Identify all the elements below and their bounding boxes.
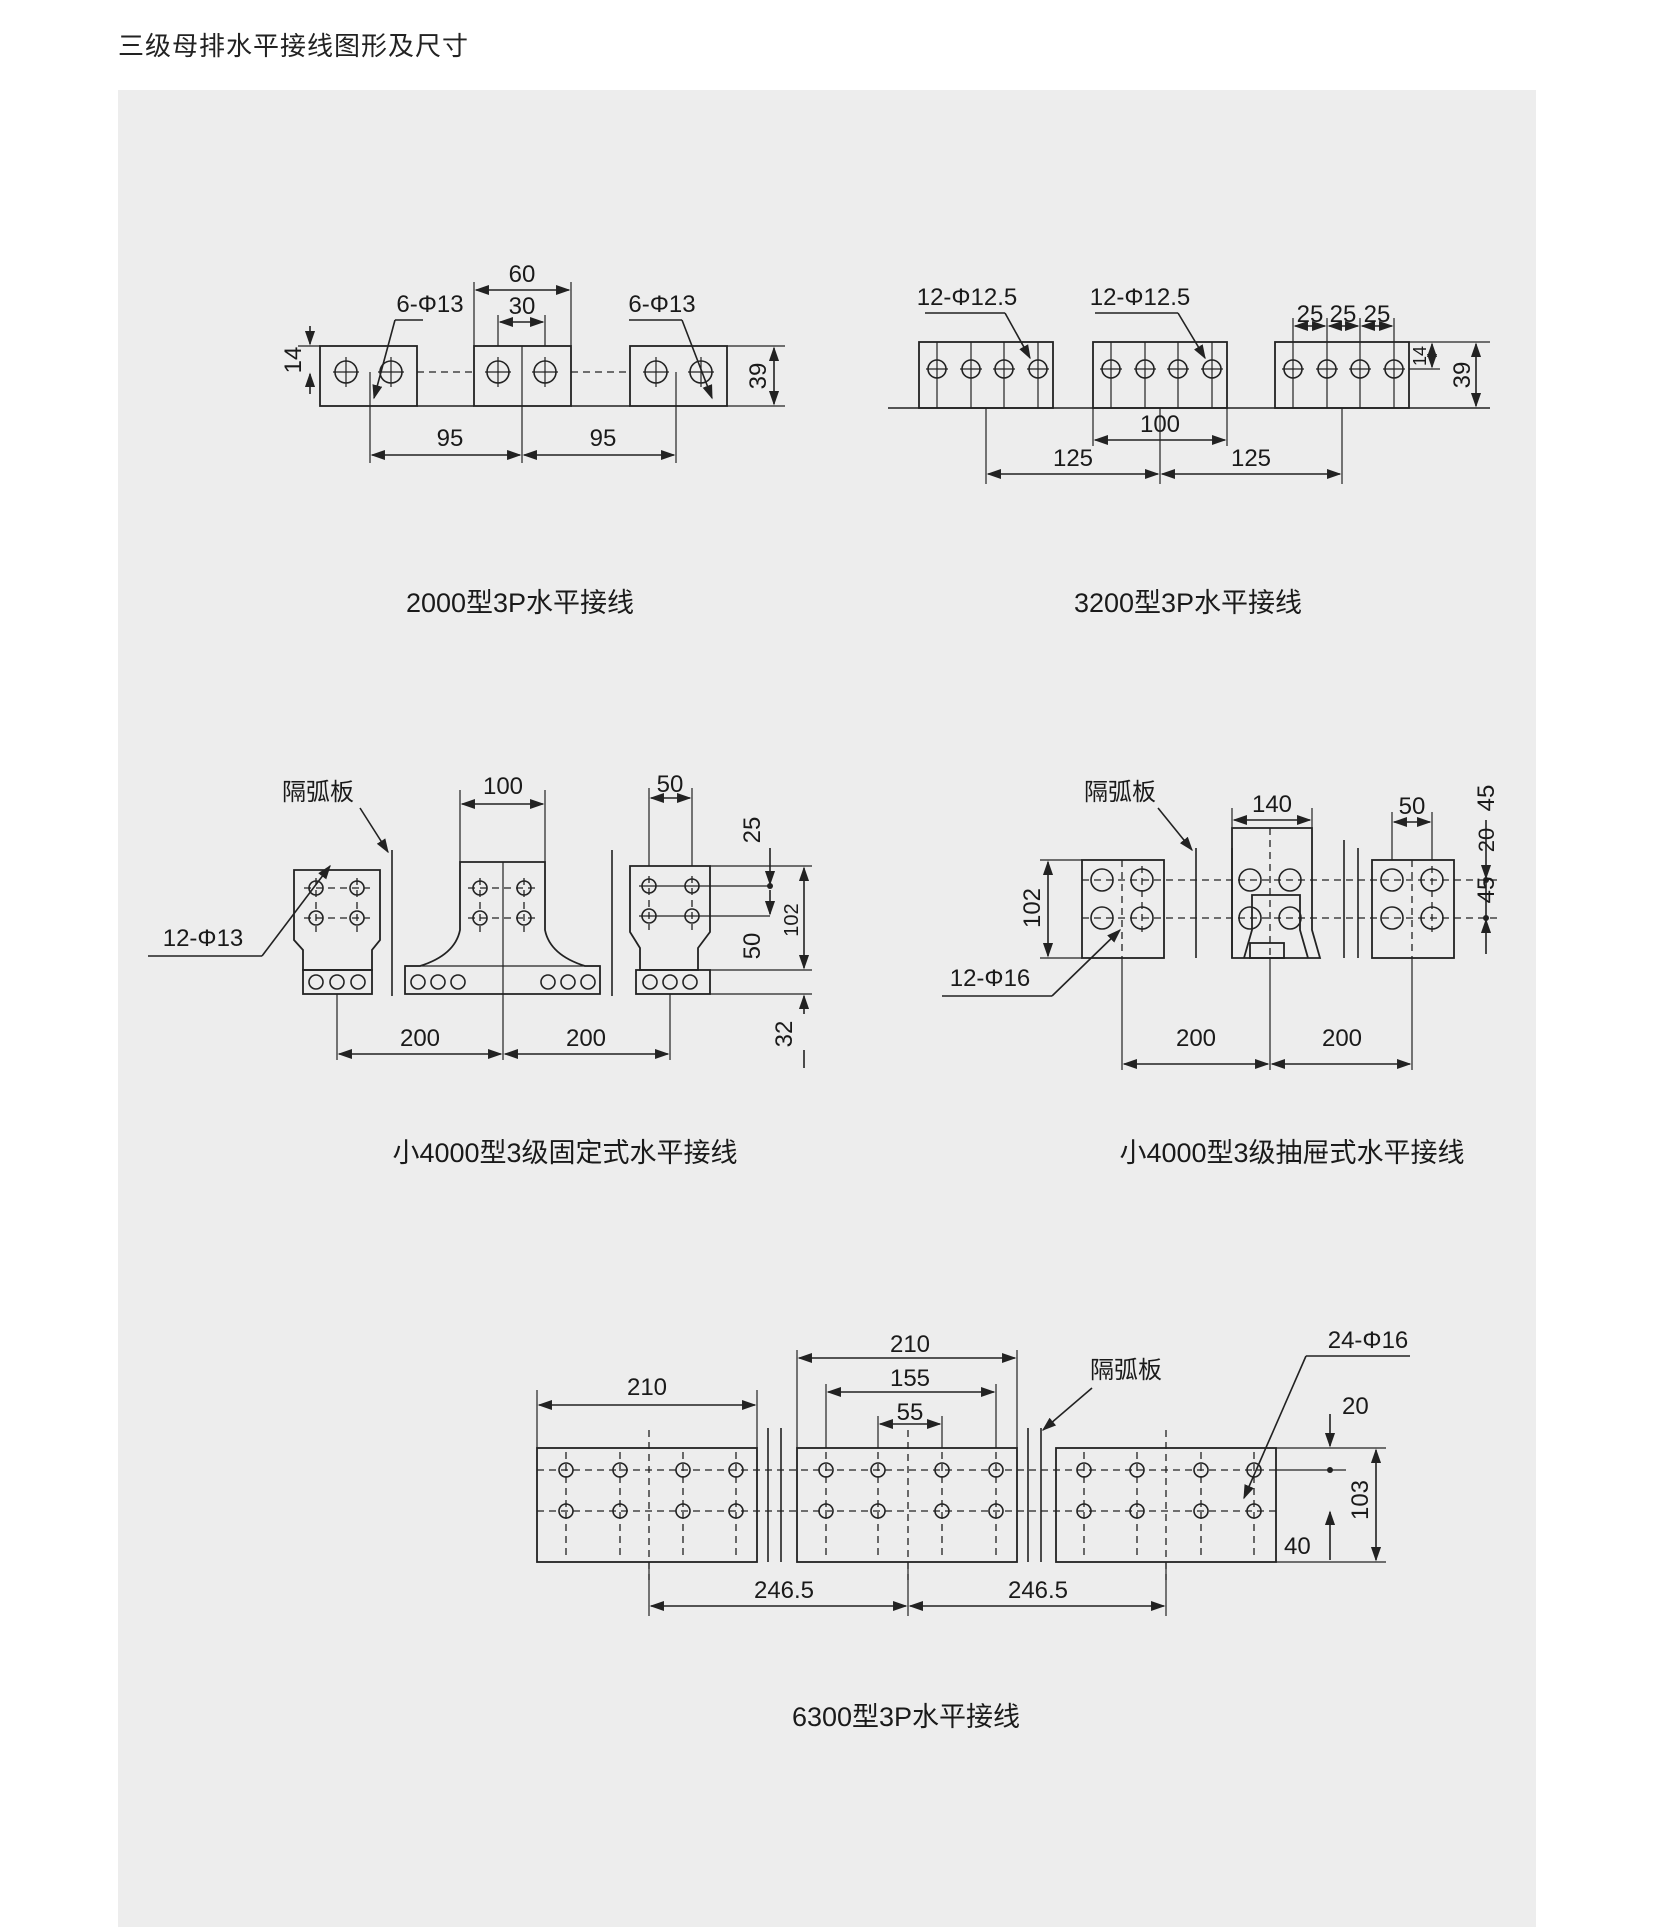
dim-pitch-right: 246.5	[1008, 1577, 1068, 1604]
dim-width-mid: 140	[1252, 791, 1292, 818]
drawing-6300: 210 210 155 55 隔弧板 24-Φ16 20 103 40	[536, 1327, 1410, 1732]
dim-top: 20	[1342, 1393, 1369, 1420]
caption-2000: 2000型3P水平接线	[406, 588, 634, 618]
caption-3200: 3200型3P水平接线	[1074, 588, 1302, 618]
hole-label-left: 12-Φ12.5	[917, 284, 1018, 311]
hole-columns-3200	[936, 342, 1395, 408]
dim-pitch-right: 125	[1231, 445, 1271, 472]
page-heading: 三级母排水平接线图形及尺寸	[118, 32, 470, 62]
caption-4000-drawer: 小4000型3级抽屉式水平接线	[1119, 1138, 1464, 1168]
dim-bottom: 32	[771, 1021, 798, 1048]
dim-pitch-right: 95	[590, 425, 617, 452]
holes-2000	[333, 357, 714, 387]
caption-4000-fixed: 小4000型3级固定式水平接线	[392, 1138, 737, 1168]
holes-3200	[926, 359, 1405, 379]
dim-pitch-right: 200	[566, 1025, 606, 1052]
dim-hole-offset: 14	[280, 347, 307, 374]
dim-height: 102	[781, 903, 803, 936]
dim-top: 45	[1473, 785, 1500, 812]
drawing-2000: 6-Φ13 6-Φ13 60 30 14 39 95 95 2000型3P水平接…	[280, 261, 785, 618]
dim-spacing: 20	[1474, 828, 1499, 852]
hole-label: 24-Φ16	[1328, 1327, 1409, 1354]
dim-bottom: 45	[1473, 877, 1500, 904]
dim-height: 39	[745, 363, 772, 390]
dim-height: 39	[1449, 362, 1476, 389]
dim-width-mid: 210	[890, 1331, 930, 1358]
dim-pitch-left: 200	[400, 1025, 440, 1052]
dim-width-right: 50	[1399, 793, 1426, 820]
holes-6300	[558, 1462, 1262, 1519]
holes-4000-drawer	[1090, 868, 1444, 930]
dim-spacing: 30	[509, 293, 536, 320]
hole-label-left: 6-Φ13	[396, 291, 463, 318]
barrier-label: 隔弧板	[1090, 1357, 1162, 1384]
dim-pitch-left: 246.5	[754, 1577, 814, 1604]
dim-width: 60	[509, 261, 536, 288]
dim-pitch-right: 200	[1322, 1025, 1362, 1052]
dim-width-left: 210	[627, 1374, 667, 1401]
dim-inner: 155	[890, 1365, 930, 1392]
drawing-4000-fixed: 隔弧板 12-Φ13 100 50 25 50 102 32 20	[148, 771, 812, 1168]
dim-spacing: 50	[739, 933, 766, 960]
holes-4000-fixed	[308, 878, 700, 990]
drawing-4000-drawer: 隔弧板 12-Φ16 140 50 45 20 45 102 20	[942, 779, 1500, 1168]
barrier-label: 隔弧板	[282, 779, 354, 806]
hole-label-right: 6-Φ13	[628, 291, 695, 318]
dim-width-mid: 100	[483, 773, 523, 800]
caption-6300: 6300型3P水平接线	[792, 1702, 1020, 1732]
dim-top: 25	[739, 817, 766, 844]
hole-label-mid: 12-Φ12.5	[1090, 284, 1191, 311]
drawing-3200: 12-Φ12.5 12-Φ12.5 25 25 25 14 39 100 125…	[888, 284, 1490, 618]
dim-height: 102	[1019, 888, 1046, 928]
dim-hole-spacing: 55	[897, 1399, 924, 1426]
dim-spacing-3: 25	[1364, 301, 1391, 328]
dim-pitch-left: 125	[1053, 445, 1093, 472]
dim-spacing-1: 25	[1297, 301, 1324, 328]
hole-columns-6300	[565, 1430, 1255, 1580]
barrier-label: 隔弧板	[1084, 779, 1156, 806]
dim-spacing-2: 25	[1330, 301, 1357, 328]
dim-pitch-left: 95	[437, 425, 464, 452]
hole-label: 12-Φ13	[163, 925, 244, 952]
dim-bottom: 40	[1284, 1533, 1311, 1560]
drawing-panel	[118, 90, 1536, 1927]
hole-label: 12-Φ16	[950, 965, 1031, 992]
dim-hole-offset: 14	[1410, 346, 1430, 366]
dim-height: 103	[1347, 1480, 1374, 1520]
dim-pitch-left: 200	[1176, 1025, 1216, 1052]
dim-width-right: 50	[657, 771, 684, 798]
